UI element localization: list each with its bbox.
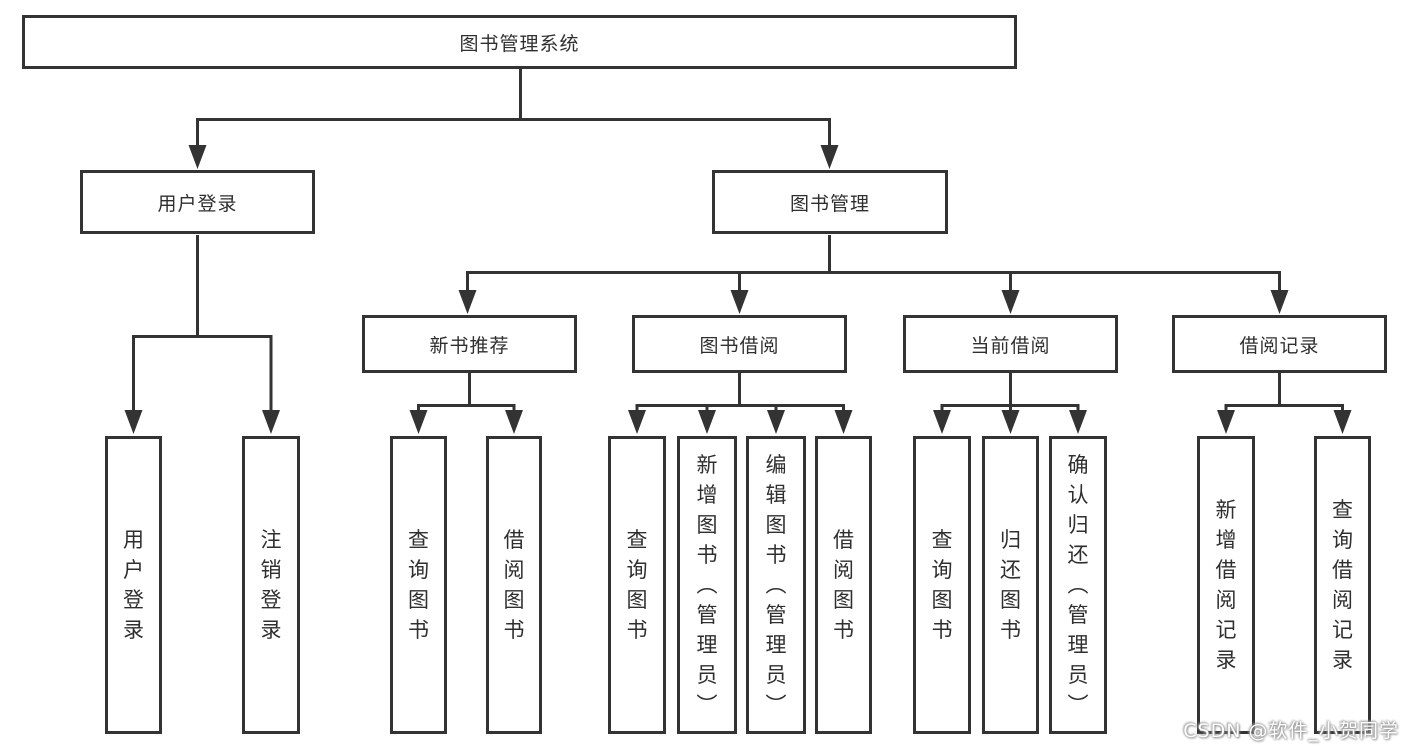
leaf-query-books-recommend-label: 查询图书: [408, 527, 429, 642]
leaf-user-login-label: 用户登录: [123, 527, 144, 642]
leaf-query-borrow-record: 查询借阅记录: [1314, 436, 1371, 734]
leaf-query-books-current: 查询图书: [913, 436, 971, 734]
leaf-borrow-books-label: 借阅图书: [833, 527, 854, 642]
leaf-logout-label: 注销登录: [260, 527, 282, 642]
leaf-query-borrow-record-label: 查询借阅记录: [1332, 497, 1353, 672]
node-current-borrow: 当前借阅: [903, 315, 1118, 373]
leaf-query-books-borrow-label: 查询图书: [626, 527, 648, 642]
leaf-confirm-return-admin: 确认归还︵管理员︶: [1049, 436, 1107, 734]
node-user-login-branch: 用户登录: [80, 170, 315, 234]
node-borrow-records-label: 借阅记录: [1239, 334, 1320, 357]
leaf-edit-book-admin-label: 编辑图书︵管理员︶: [765, 452, 787, 717]
leaf-query-books-recommend: 查询图书: [390, 436, 447, 734]
leaf-borrow-books-recommend-label: 借阅图书: [503, 527, 525, 642]
node-book-management-branch: 图书管理: [712, 170, 948, 234]
node-new-book-recommend: 新书推荐: [362, 315, 577, 373]
leaf-add-borrow-record: 新增借阅记录: [1197, 436, 1255, 734]
leaf-return-books-label: 归还图书: [1000, 527, 1021, 642]
node-root-label: 图书管理系统: [459, 32, 580, 55]
node-borrow-records: 借阅记录: [1172, 315, 1387, 373]
leaf-add-borrow-record-label: 新增借阅记录: [1215, 497, 1237, 672]
node-book-borrow-label: 图书借阅: [699, 334, 780, 357]
leaf-confirm-return-admin-label: 确认归还︵管理员︶: [1067, 452, 1089, 717]
leaf-user-login: 用户登录: [105, 436, 162, 734]
leaf-add-book-admin-label: 新增图书︵管理员︶: [696, 452, 718, 717]
node-new-book-recommend-label: 新书推荐: [429, 334, 510, 357]
node-book-borrow: 图书借阅: [632, 315, 847, 373]
leaf-query-books-current-label: 查询图书: [931, 527, 953, 642]
leaf-borrow-books: 借阅图书: [815, 436, 872, 734]
node-current-borrow-label: 当前借阅: [970, 334, 1051, 357]
leaf-add-book-admin: 新增图书︵管理员︶: [677, 436, 737, 734]
node-user-login-label: 用户登录: [157, 192, 238, 215]
leaf-edit-book-admin: 编辑图书︵管理员︶: [746, 436, 806, 734]
leaf-query-books-borrow: 查询图书: [608, 436, 666, 734]
leaf-logout: 注销登录: [242, 436, 300, 734]
leaf-return-books: 归还图书: [982, 436, 1039, 734]
leaf-borrow-books-recommend: 借阅图书: [486, 436, 542, 734]
node-root-library-system: 图书管理系统: [22, 15, 1017, 69]
node-book-management-label: 图书管理: [789, 192, 870, 215]
